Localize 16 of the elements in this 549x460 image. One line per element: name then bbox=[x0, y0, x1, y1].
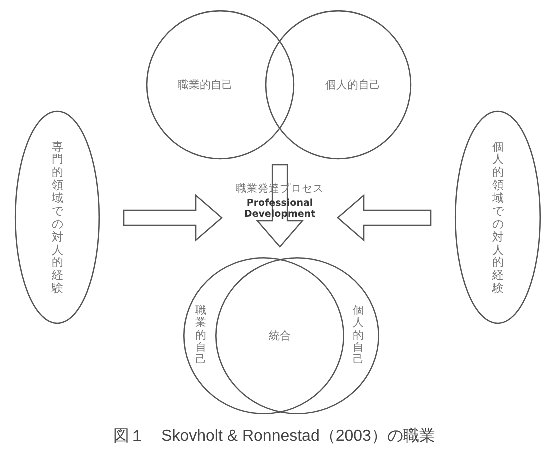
circle-node bbox=[146, 10, 295, 160]
circle-label: 職業的自己 bbox=[178, 78, 234, 92]
block-arrow bbox=[337, 194, 432, 242]
circle-label: 個人的領域での対人的経験 bbox=[492, 140, 504, 295]
circle-node bbox=[265, 10, 412, 160]
circle-node bbox=[15, 110, 100, 325]
circle-label: 職業的自己 bbox=[195, 305, 206, 367]
circle-node bbox=[215, 257, 380, 415]
circle-label: 個人的自己 bbox=[326, 78, 381, 92]
block-arrow bbox=[123, 194, 223, 242]
circle-label: 専門的領域での対人的経験 bbox=[52, 140, 64, 295]
circle-node bbox=[455, 110, 541, 325]
overlap-label: 統合 bbox=[269, 328, 291, 344]
circle-label: 個人的自己 bbox=[353, 305, 364, 367]
figure-caption: 図１ Skovholt & Ronnestad（2003）の職業 bbox=[112, 426, 436, 447]
circle-node bbox=[183, 257, 345, 415]
